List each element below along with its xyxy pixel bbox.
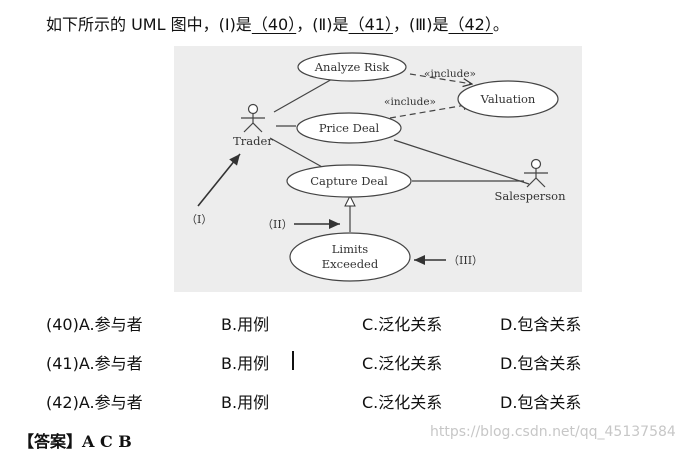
actor-salesperson-label: Salesperson (494, 189, 566, 203)
option-41-c: C.泛化关系 (362, 354, 443, 373)
question-prefix: 如下所示的 UML 图中，(I)是 (46, 15, 252, 34)
assoc-price-sales (393, 139, 530, 185)
stereotype-include-1: «include» (424, 68, 476, 80)
question-mid2: ，(Ⅲ)是 (392, 15, 449, 34)
option-42-d: D.包含关系 (500, 393, 582, 412)
stereotype-include-2: «include» (384, 96, 436, 108)
usecase-limits-line1: Limits (332, 242, 369, 256)
include-analyze-valuation (409, 73, 472, 84)
option-40-b: B.用例 (221, 315, 270, 334)
usecase-valuation (457, 80, 559, 118)
question-mid1: ，(Ⅱ)是 (296, 15, 349, 34)
assoc-trader-analyze (273, 77, 335, 113)
option-40-a: (40)A.参与者 (46, 315, 143, 334)
option-42-c: C.泛化关系 (362, 393, 443, 412)
option-40-c: C.泛化关系 (362, 315, 443, 334)
usecase-limits-line2: Exceeded (322, 257, 379, 271)
usecase-price-deal-label: Price Deal (319, 121, 380, 135)
actor-trader-icon (241, 103, 265, 133)
usecase-price-deal (296, 112, 402, 144)
actor-trader-label: Trader (233, 134, 273, 148)
answer-text: 【答案】A C B (18, 432, 132, 451)
text-cursor (292, 351, 294, 370)
marker-label-3: （III） (448, 254, 483, 267)
question-suffix: 。 (492, 15, 509, 34)
marker-arrow-1 (197, 153, 241, 207)
blank-42: （42） (448, 15, 493, 34)
include-price-valuation (389, 104, 472, 119)
watermark: https://blog.csdn.net/qq_45137584 (430, 424, 676, 440)
usecase-capture-deal (286, 164, 412, 198)
option-42-b: B.用例 (221, 393, 270, 412)
option-41-d: D.包含关系 (500, 354, 582, 373)
uml-diagram-svg: Analyze Risk Valuation Price Deal Captur… (186, 52, 566, 282)
option-42-a: (42)A.参与者 (46, 393, 143, 412)
uml-diagram: Analyze Risk Valuation Price Deal Captur… (174, 46, 582, 292)
question-text: 如下所示的 UML 图中，(I)是（40），(Ⅱ)是（41），(Ⅲ)是（42）。 (46, 11, 509, 35)
usecase-capture-deal-label: Capture Deal (310, 174, 388, 188)
usecase-analyze-risk-label: Analyze Risk (314, 60, 391, 74)
blank-41: （41） (348, 15, 393, 34)
usecase-limits-exceeded (289, 232, 411, 282)
option-41-b: B.用例 (221, 354, 270, 373)
option-40-d: D.包含关系 (500, 315, 582, 334)
actor-salesperson-icon (524, 158, 548, 188)
usecase-valuation-label: Valuation (480, 92, 536, 106)
usecase-analyze-risk (297, 52, 407, 82)
marker-label-1: （I） (186, 213, 212, 226)
assoc-trader-capture (269, 137, 325, 169)
option-41-a: (41)A.参与者 (46, 354, 143, 373)
marker-label-2: （II） (262, 218, 293, 231)
blank-40: （40） (251, 15, 297, 34)
